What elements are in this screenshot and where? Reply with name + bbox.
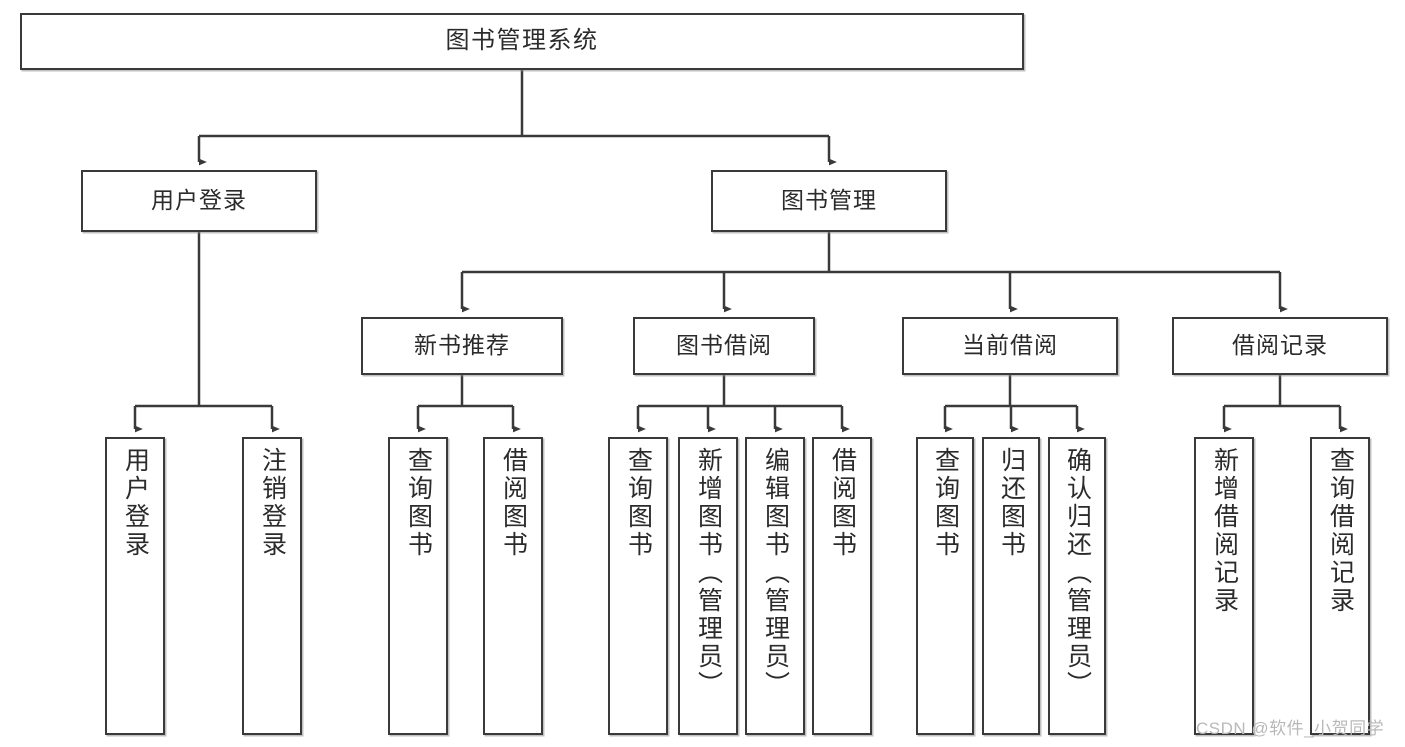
leaf-borrow-add-book[interactable]: 新增图书（管理员）: [678, 437, 738, 735]
node-borrow-records[interactable]: 借阅记录: [1172, 317, 1388, 375]
leaf-borrow-edit-book-label: 编辑图书（管理员）: [761, 447, 790, 699]
leaf-new-books-borrow[interactable]: 借阅图书: [483, 437, 543, 735]
node-current-borrow-label: 当前借阅: [962, 332, 1058, 359]
node-book-borrow-label: 图书借阅: [676, 332, 772, 359]
node-book-management[interactable]: 图书管理: [711, 170, 947, 232]
leaf-new-books-borrow-label: 借阅图书: [499, 447, 528, 559]
leaf-user-login-signin-label: 用户登录: [121, 447, 150, 559]
node-user-login[interactable]: 用户登录: [81, 170, 317, 232]
node-current-borrow[interactable]: 当前借阅: [902, 317, 1118, 375]
leaf-user-login-signout[interactable]: 注销登录: [242, 437, 302, 735]
node-new-book-recommend-label: 新书推荐: [414, 332, 510, 359]
leaf-user-login-signin[interactable]: 用户登录: [105, 437, 165, 735]
leaf-borrow-edit-book[interactable]: 编辑图书（管理员）: [745, 437, 805, 735]
node-book-borrow[interactable]: 图书借阅: [633, 317, 815, 375]
leaf-new-books-query-label: 查询图书: [404, 447, 433, 559]
leaf-records-add-record-label: 新增借阅记录: [1210, 447, 1239, 615]
leaf-current-confirm-return-label: 确认归还（管理员）: [1063, 447, 1092, 699]
leaf-new-books-query[interactable]: 查询图书: [388, 437, 448, 735]
leaf-borrow-query-book-label: 查询图书: [624, 447, 653, 559]
csdn-watermark: CSDN @软件_小贺同学: [1196, 719, 1385, 738]
node-root[interactable]: 图书管理系统: [20, 13, 1024, 70]
leaf-current-query-book[interactable]: 查询图书: [916, 437, 974, 735]
leaf-user-login-signout-label: 注销登录: [258, 447, 287, 559]
leaf-current-confirm-return[interactable]: 确认归还（管理员）: [1048, 437, 1106, 735]
leaf-records-add-record[interactable]: 新增借阅记录: [1194, 437, 1254, 735]
leaf-borrow-query-book[interactable]: 查询图书: [608, 437, 668, 735]
leaf-current-return-book-label: 归还图书: [997, 447, 1026, 559]
leaf-records-query-record-label: 查询借阅记录: [1326, 447, 1355, 615]
leaf-borrow-borrow-book-label: 借阅图书: [828, 447, 857, 559]
node-root-label: 图书管理系统: [445, 27, 599, 55]
leaf-borrow-add-book-label: 新增图书（管理员）: [694, 447, 723, 699]
leaf-borrow-borrow-book[interactable]: 借阅图书: [812, 437, 872, 735]
leaf-records-query-record[interactable]: 查询借阅记录: [1310, 437, 1370, 735]
node-book-management-label: 图书管理: [781, 187, 877, 214]
node-borrow-records-label: 借阅记录: [1232, 332, 1328, 359]
node-user-login-label: 用户登录: [151, 187, 247, 214]
leaf-current-query-book-label: 查询图书: [931, 447, 960, 559]
leaf-current-return-book[interactable]: 归还图书: [982, 437, 1040, 735]
node-new-book-recommend[interactable]: 新书推荐: [361, 317, 563, 375]
